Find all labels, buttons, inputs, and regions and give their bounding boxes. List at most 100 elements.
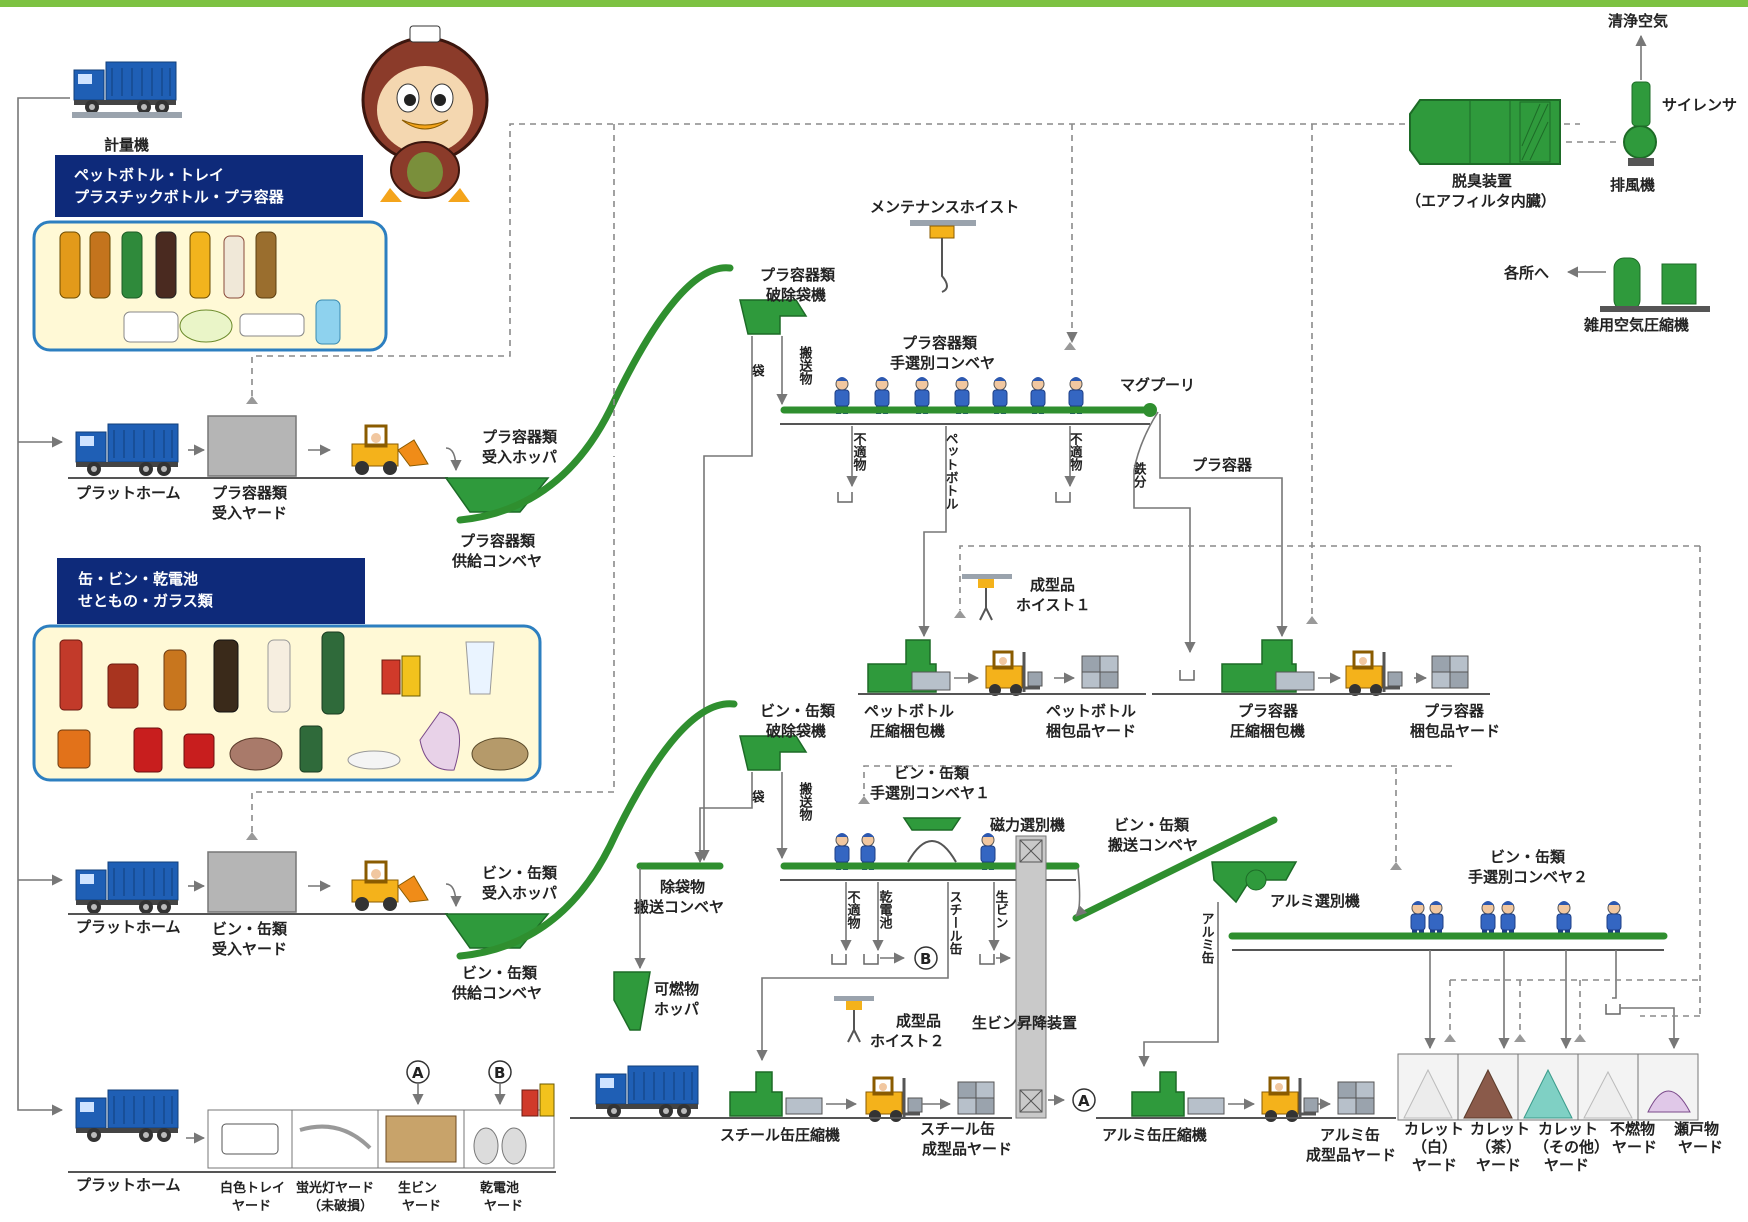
marker-b-2: [488, 1060, 512, 1084]
pet-bales: [1081, 655, 1119, 689]
steel-can-press: [729, 1071, 783, 1117]
cullet-yards: [1397, 1053, 1699, 1121]
bin-panel-title-1: 缶・ビン・乾電池: [78, 570, 198, 588]
magpulley: [1143, 403, 1157, 417]
pla-hand-sort-label-1: プラ容器類: [902, 334, 978, 352]
pla-hand-sort-label-2: 手選別コンベヤ: [890, 354, 995, 372]
white-tray-label-1: 白色トレイ: [220, 1180, 285, 1196]
bin-bag-label: 袋: [749, 789, 766, 804]
fluorescent-label-2: （未破損）: [308, 1198, 373, 1214]
pet-forklift: [984, 650, 1044, 698]
pla-category-panel: ペットボトル・トレイ プラスチックボトル・プラ容器: [32, 155, 388, 352]
bin-hand-sort1-label-1: ビン・缶類: [894, 764, 970, 782]
truck-route-line: [17, 97, 70, 1116]
raw-bottle-lift: [1015, 835, 1047, 1119]
pla-bag-line: [698, 336, 753, 862]
bottom-platform-label: プラットホーム: [76, 1176, 181, 1194]
bin-bag-breaker-label-2: 破除袋機: [766, 722, 826, 740]
steel-yard-label-1: スチール缶: [920, 1120, 995, 1138]
maintenance-hoist-label: メンテナンスホイスト: [870, 198, 1019, 216]
pet-yard-label-1: ペットボトル: [1046, 702, 1136, 720]
pla-receiving-yard: [207, 415, 297, 477]
scale-truck: [72, 61, 182, 118]
raw-bottle-path-label: 生ビン: [993, 889, 1009, 929]
molded-hoist2-label-2: ホイスト２: [870, 1032, 945, 1050]
pla-forklift: [1344, 650, 1404, 698]
fluorescent-tube-icon: [299, 1124, 372, 1150]
bin-items-illustration: [57, 631, 529, 773]
pla-bag-label: 袋: [749, 363, 766, 378]
cullet-other-label-2: （その他）: [1534, 1138, 1609, 1156]
marker-b-2-label: B: [494, 1064, 505, 1082]
cullet-other-pile: [1523, 1068, 1573, 1119]
white-tray-label-2: ヤード: [232, 1199, 271, 1214]
raw-bin-yard-label-2: ヤード: [402, 1199, 441, 1214]
ceramics-pile: [1647, 1090, 1691, 1113]
pla-press-label-1: プラ容器: [1238, 702, 1299, 720]
bin-panel-header: [57, 558, 365, 624]
air-compressor: [1600, 257, 1710, 312]
iron-label: 鉄分: [1131, 461, 1147, 489]
pla-pack-yard-label-2: 梱包品ヤード: [1410, 722, 1500, 740]
to-each-place-label: 各所へ: [1503, 264, 1549, 282]
pla-bales: [1431, 655, 1469, 689]
magnetic-separator: [902, 817, 962, 863]
raw-bottle-lift-label: 生ビン昇降装置: [972, 1014, 1077, 1032]
cullet-white-label-2: （白）: [1412, 1138, 1457, 1156]
drum-icon-2: [501, 1127, 527, 1165]
deodorizer: [1409, 99, 1561, 165]
pla-feed-conveyor: [456, 264, 734, 524]
bin-feed-label-1: ビン・缶類: [462, 964, 538, 982]
bin-yard-label-1: ビン・缶類: [212, 920, 288, 938]
fluorescent-label-1: 蛍光灯ヤード: [296, 1180, 374, 1196]
deodorizer-label-2: （エアフィルタ内臓）: [1406, 192, 1556, 210]
silencer-label: サイレンサ: [1662, 96, 1737, 114]
alu-sep-label: アルミ選別機: [1270, 892, 1360, 910]
pla-panel-title-2: プラスチックボトル・プラ容器: [74, 188, 285, 206]
bin-sort2-workers: [1410, 900, 1622, 939]
magnetic-sep-label: 磁力選別機: [990, 816, 1065, 834]
bin-transport-label-1: ビン・缶類: [1114, 816, 1190, 834]
mascot-character: [361, 25, 489, 202]
aluminum-separator: [1211, 861, 1298, 904]
bin-feed-label-2: 供給コンベヤ: [451, 984, 542, 1002]
bin-hand-sort2-label-1: ビン・缶類: [1490, 848, 1566, 866]
alu-yard-label-2: 成型品ヤード: [1306, 1146, 1396, 1164]
alu-press-label: アルミ缶圧縮機: [1102, 1126, 1207, 1144]
marker-a-2: [406, 1060, 430, 1084]
exhaust-fan-label: 排風機: [1610, 176, 1655, 194]
steel-forklift: [864, 1076, 924, 1124]
bin-hand-sort2-label-2: 手選別コンベヤ２: [1468, 868, 1588, 886]
pla-yard-label-1: プラ容器類: [212, 484, 288, 502]
noncombustible-label-2: ヤード: [1612, 1138, 1657, 1156]
steel-can-path-label: スチール缶: [947, 890, 963, 955]
maintenance-hoist: [910, 220, 976, 293]
pla-bag-breaker: [739, 299, 808, 335]
clean-air-label: 清浄空気: [1608, 12, 1668, 30]
molded-hoist1-label-1: 成型品: [1030, 576, 1075, 594]
noncombustible-pile: [1583, 1070, 1633, 1119]
pla-container-label: プラ容器: [1192, 456, 1253, 474]
pla-press-label-2: 圧縮梱包機: [1230, 722, 1305, 740]
pla-bag-breaker-label-2: 破除袋機: [766, 286, 826, 304]
combustible-label-1: 可燃物: [654, 980, 699, 998]
pla-bag-breaker-label-1: プラ容器類: [760, 266, 836, 284]
pla-pack-yard-label-1: プラ容器: [1424, 702, 1485, 720]
pet-press-label-2: 圧縮梱包機: [870, 722, 945, 740]
pla-platform-truck: [75, 423, 179, 477]
combustible-truck: [595, 1065, 699, 1119]
noncombustible-label-1: 不燃物: [1610, 1120, 1655, 1138]
bin-receiving-yard: [207, 851, 297, 913]
pla-exhaust-duct: [251, 123, 1580, 396]
dry-battery-yard-label-1: 乾電池: [480, 1180, 519, 1196]
dry-battery-yard-label-2: ヤード: [484, 1199, 523, 1214]
aluminum-can-press: [1131, 1071, 1185, 1117]
cullet-brown-pile: [1463, 1068, 1513, 1119]
cullet-white-label-3: ヤード: [1412, 1156, 1457, 1174]
cullet-white-pile: [1403, 1068, 1453, 1119]
bin-transport-label: 搬送物: [797, 781, 814, 822]
pla-unsuitable-1-label: 不適物: [851, 432, 867, 472]
scale-label: 計量機: [104, 136, 149, 154]
marker-a-1: [1072, 1088, 1096, 1112]
